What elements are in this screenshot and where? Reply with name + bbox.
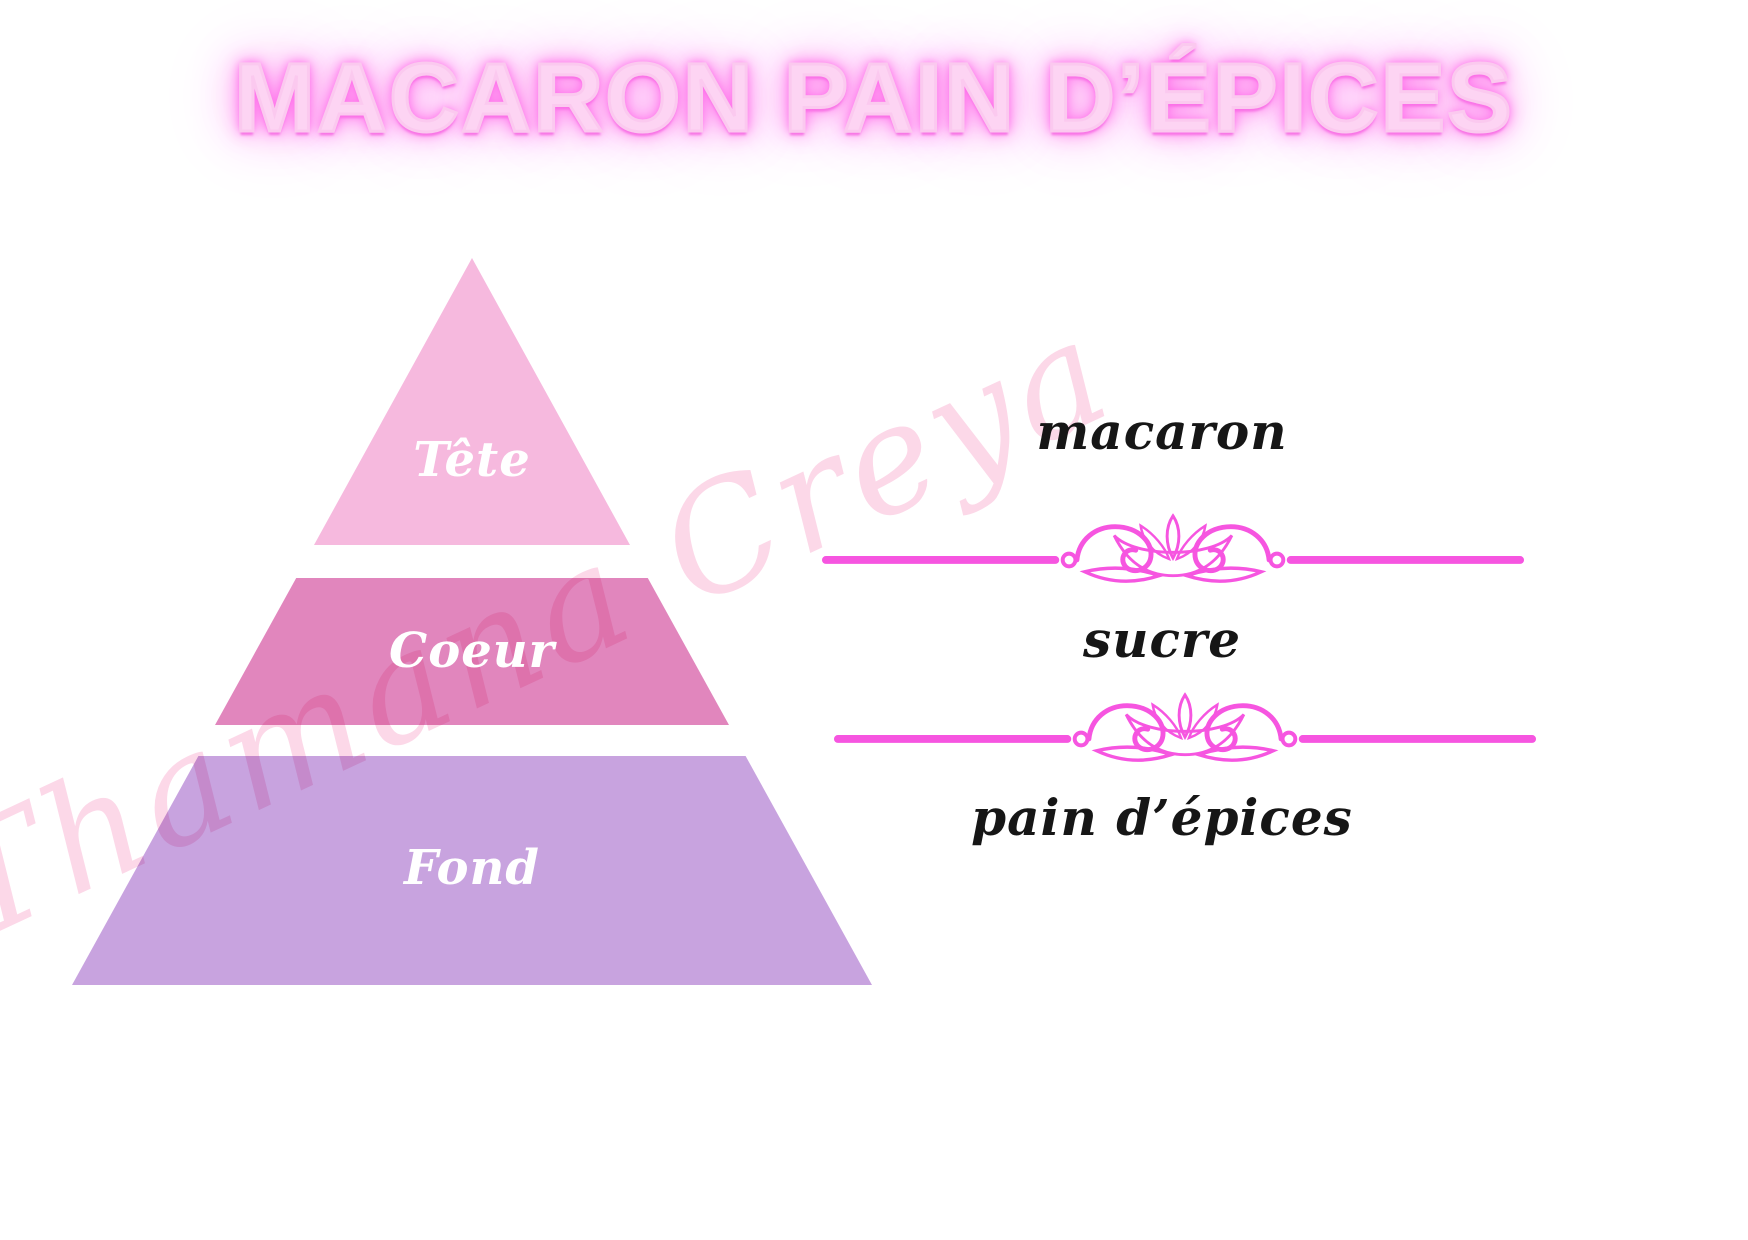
level-label-fond: Fond [404, 840, 540, 896]
pyramid-level-coeur [215, 578, 729, 725]
level-label-coeur: Coeur [389, 623, 555, 679]
level-label-tete: Tête [413, 432, 531, 488]
ornament-divider-2 [832, 692, 1538, 784]
flourish-icon [833, 692, 1537, 762]
flourish-icon [821, 513, 1525, 583]
note-label-macaron: macaron [1036, 402, 1288, 461]
ornament-divider-1 [820, 513, 1526, 605]
note-label-sucre: sucre [1082, 610, 1242, 669]
pyramid-level-fond [72, 756, 872, 985]
pyramid-level-tete [314, 258, 630, 545]
note-label-pain-depices: pain d’épices [971, 788, 1353, 847]
page-title: MACARON PAIN D’ÉPICES [233, 42, 1514, 154]
